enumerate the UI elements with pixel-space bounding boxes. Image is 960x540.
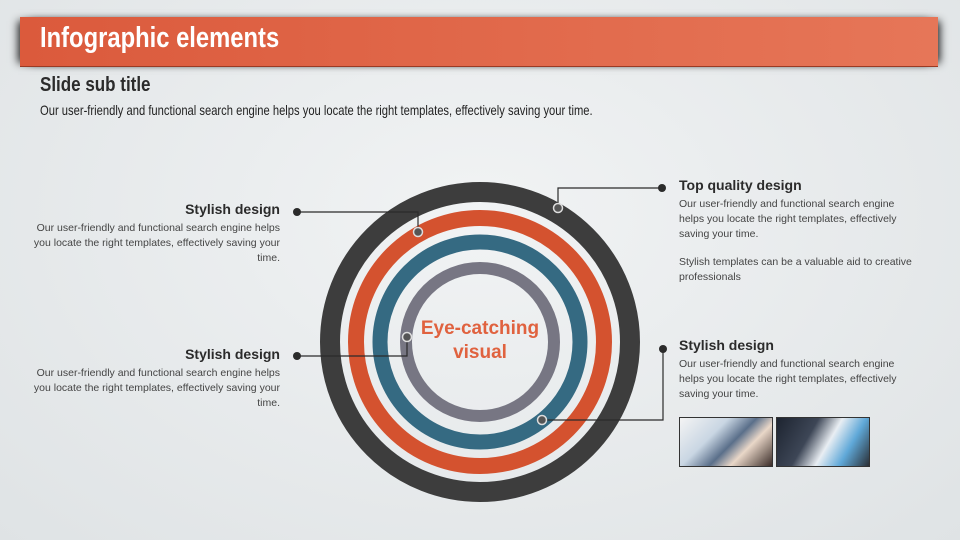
ring-outer bbox=[320, 182, 640, 502]
info-block-top-right: Top quality design Our user-friendly and… bbox=[679, 178, 914, 285]
photo-business-team bbox=[679, 417, 773, 467]
title-banner: Infographic elements bbox=[20, 17, 938, 67]
info-block-bottom-left: Stylish design Our user-friendly and fun… bbox=[30, 347, 280, 411]
ring-dots bbox=[401, 202, 564, 426]
connector-dots bbox=[293, 184, 667, 360]
slide-description: Our user-friendly and functional search … bbox=[40, 102, 593, 118]
info-block-top-left: Stylish design Our user-friendly and fun… bbox=[30, 202, 280, 266]
block-text: Our user-friendly and functional search … bbox=[33, 367, 280, 409]
block-text: Our user-friendly and functional search … bbox=[33, 222, 280, 264]
center-label-line1: Eye-catching bbox=[421, 318, 539, 339]
block-heading: Top quality design bbox=[679, 177, 802, 193]
info-block-bottom-right: Stylish design Our user-friendly and fun… bbox=[679, 338, 914, 402]
block-text: Our user-friendly and functional search … bbox=[679, 198, 897, 240]
ring-orange bbox=[348, 210, 612, 474]
slide-title: Infographic elements bbox=[40, 22, 280, 54]
slide-subtitle: Slide sub title bbox=[40, 74, 151, 96]
connector-lines bbox=[297, 187, 664, 421]
ring-blue bbox=[372, 234, 588, 450]
center-label-line2: visual bbox=[453, 342, 507, 363]
block-heading: Stylish design bbox=[679, 337, 774, 353]
photo-charts-tablet bbox=[776, 417, 870, 467]
block-heading: Stylish design bbox=[185, 346, 280, 362]
block-text-secondary: Stylish templates can be a valuable aid … bbox=[679, 256, 912, 283]
block-heading: Stylish design bbox=[185, 201, 280, 217]
block-text: Our user-friendly and functional search … bbox=[679, 358, 897, 400]
